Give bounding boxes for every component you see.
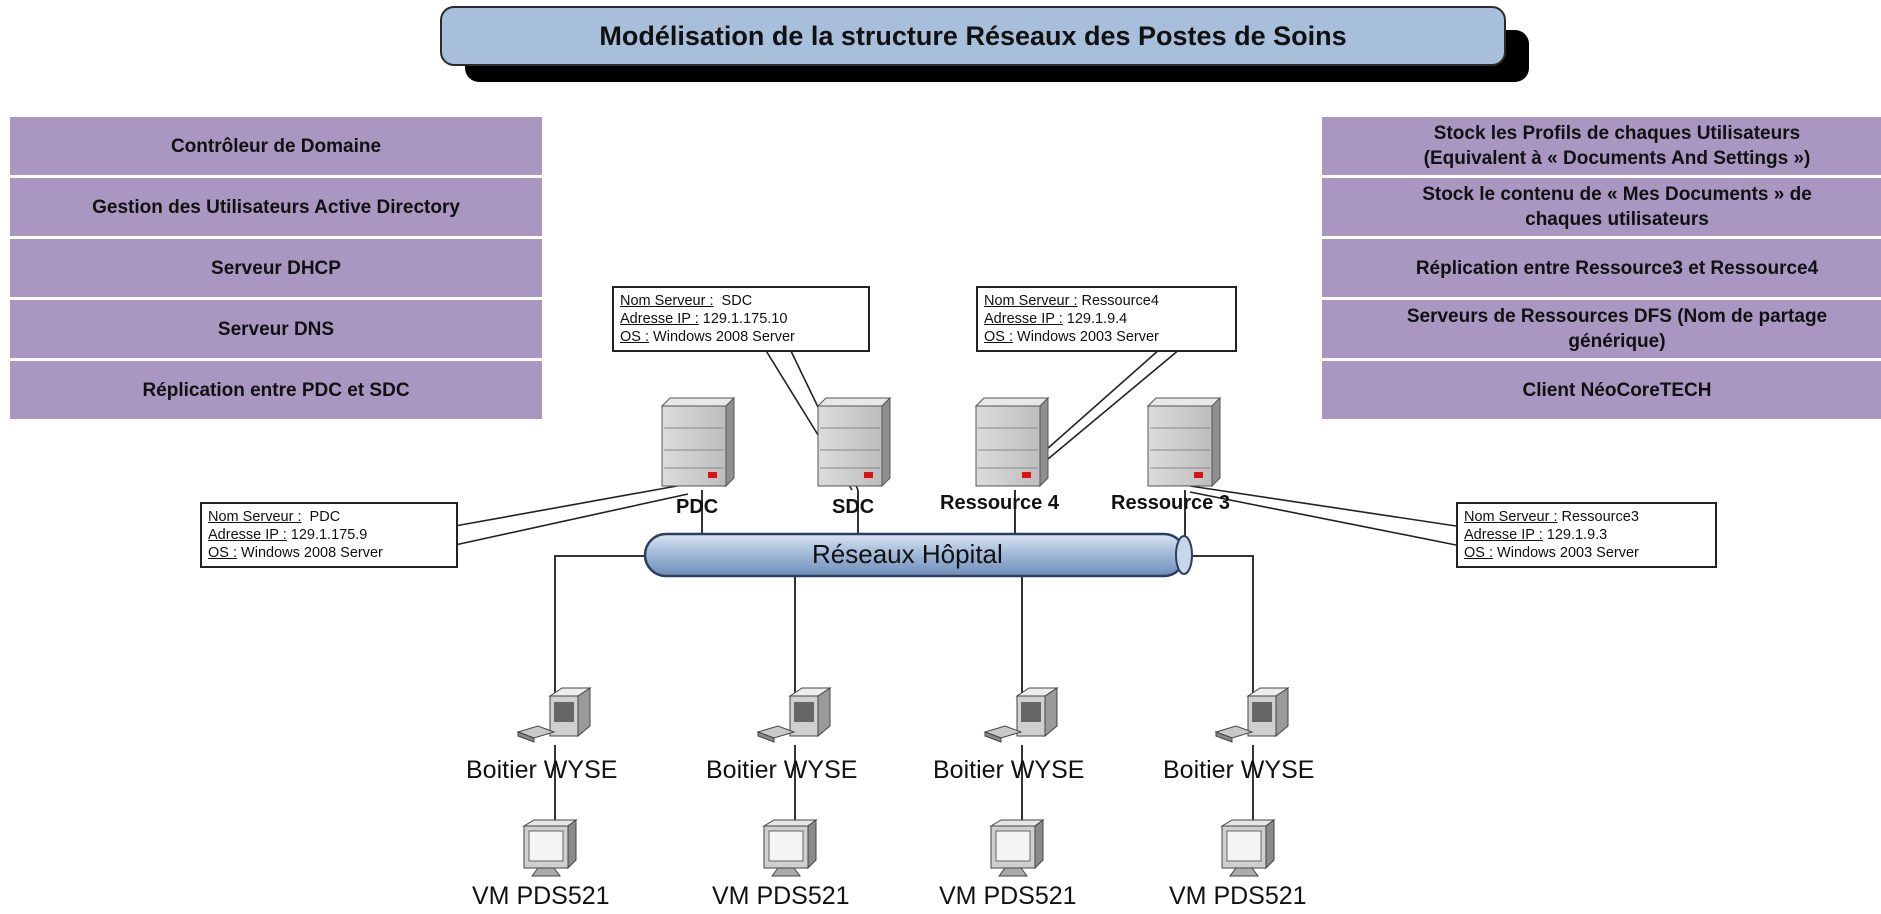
os-label: OS : (984, 329, 1014, 345)
left-panel-row: Gestion des Utilisateurs Active Director… (10, 178, 542, 236)
left-panel-row: Réplication entre PDC et SDC (10, 361, 542, 419)
vm-monitor-icon-3 (990, 819, 1044, 877)
ressource3-info-box: Nom Serveur : Ressource3 Adresse IP : 12… (1456, 502, 1717, 568)
ressource4-server-icon (975, 397, 1049, 487)
wyse-box-icon-4 (1215, 687, 1289, 743)
ressource4-label: Ressource 4 (940, 492, 1059, 514)
pdc-name-value: PDC (309, 509, 341, 525)
os-label: OS : (620, 329, 650, 345)
right-panel-row: Réplication entre Ressource3 et Ressourc… (1322, 239, 1881, 297)
ressource4-info-box: Nom Serveur : Ressource4 Adresse IP : 12… (976, 286, 1237, 352)
sdc-name-value: SDC (721, 293, 753, 309)
wyse-box-icon-3 (984, 687, 1058, 743)
sdc-server-icon (817, 397, 891, 487)
hospital-network-bus (643, 532, 1193, 578)
ressource3-server-icon (1147, 397, 1221, 487)
sdc-label: SDC (832, 496, 875, 518)
sdc-info-box: Nom Serveur : SDC Adresse IP : 129.1.175… (612, 286, 870, 352)
ip-label: Adresse IP : (208, 527, 287, 543)
vm-monitor-icon-1 (523, 819, 577, 877)
res4-os-value: Windows 2003 Server (1017, 329, 1159, 345)
pdc-label: PDC (676, 496, 719, 518)
vm-monitor-icon-2 (763, 819, 817, 877)
pdc-os-value: Windows 2008 Server (241, 545, 383, 561)
vm-label-3: VM PDS521 (939, 882, 1077, 910)
wyse-label-4: Boitier WYSE (1163, 756, 1315, 784)
left-panel-row: Contrôleur de Domaine (10, 117, 542, 175)
vm-label-4: VM PDS521 (1169, 882, 1307, 910)
wyse-box-icon-1 (517, 687, 591, 743)
wyse-label-3: Boitier WYSE (933, 756, 1085, 784)
page-title: Modélisation de la structure Réseaux des… (440, 6, 1506, 66)
server-name-label: Nom Serveur : (620, 293, 714, 309)
wyse-label-2: Boitier WYSE (706, 756, 858, 784)
left-panel-row: Serveur DHCP (10, 239, 542, 297)
sdc-os-value: Windows 2008 Server (653, 329, 795, 345)
right-panel-row: Client NéoCoreTECH (1322, 361, 1881, 419)
left-role-panel: Contrôleur de Domaine Gestion des Utilis… (10, 117, 542, 422)
server-name-label: Nom Serveur : (984, 293, 1078, 309)
right-panel-row: Stock les Profils de chaques Utilisateur… (1322, 117, 1881, 175)
server-name-label: Nom Serveur : (208, 509, 302, 525)
wyse-label-1: Boitier WYSE (466, 756, 618, 784)
res4-ip-value: 129.1.9.4 (1066, 311, 1128, 327)
pdc-info-box: Nom Serveur : PDC Adresse IP : 129.1.175… (200, 502, 458, 568)
ressource3-label: Ressource 3 (1111, 492, 1230, 514)
res4-name-value: Ressource4 (1081, 293, 1159, 309)
ip-label: Adresse IP : (1464, 527, 1543, 543)
server-name-label: Nom Serveur : (1464, 509, 1558, 525)
pdc-ip-value: 129.1.175.9 (290, 527, 368, 543)
wyse-box-icon-2 (757, 687, 831, 743)
res3-ip-value: 129.1.9.3 (1546, 527, 1608, 543)
right-panel-row: Serveurs de Ressources DFS (Nom de parta… (1322, 300, 1881, 358)
os-label: OS : (208, 545, 238, 561)
vm-monitor-icon-4 (1221, 819, 1275, 877)
network-label: Réseaux Hôpital (812, 539, 1003, 569)
res3-os-value: Windows 2003 Server (1497, 545, 1639, 561)
os-label: OS : (1464, 545, 1494, 561)
callout-leaders (454, 348, 1457, 546)
res3-name-value: Ressource3 (1561, 509, 1639, 525)
sdc-ip-value: 129.1.175.10 (702, 311, 788, 327)
vm-label-2: VM PDS521 (712, 882, 850, 910)
client-links (554, 555, 1254, 838)
pdc-server-icon (661, 397, 735, 487)
vm-label-1: VM PDS521 (472, 882, 610, 910)
ip-label: Adresse IP : (620, 311, 699, 327)
ip-label: Adresse IP : (984, 311, 1063, 327)
left-panel-row: Serveur DNS (10, 300, 542, 358)
right-role-panel: Stock les Profils de chaques Utilisateur… (1322, 117, 1881, 422)
right-panel-row: Stock le contenu de « Mes Documents » de… (1322, 178, 1881, 236)
